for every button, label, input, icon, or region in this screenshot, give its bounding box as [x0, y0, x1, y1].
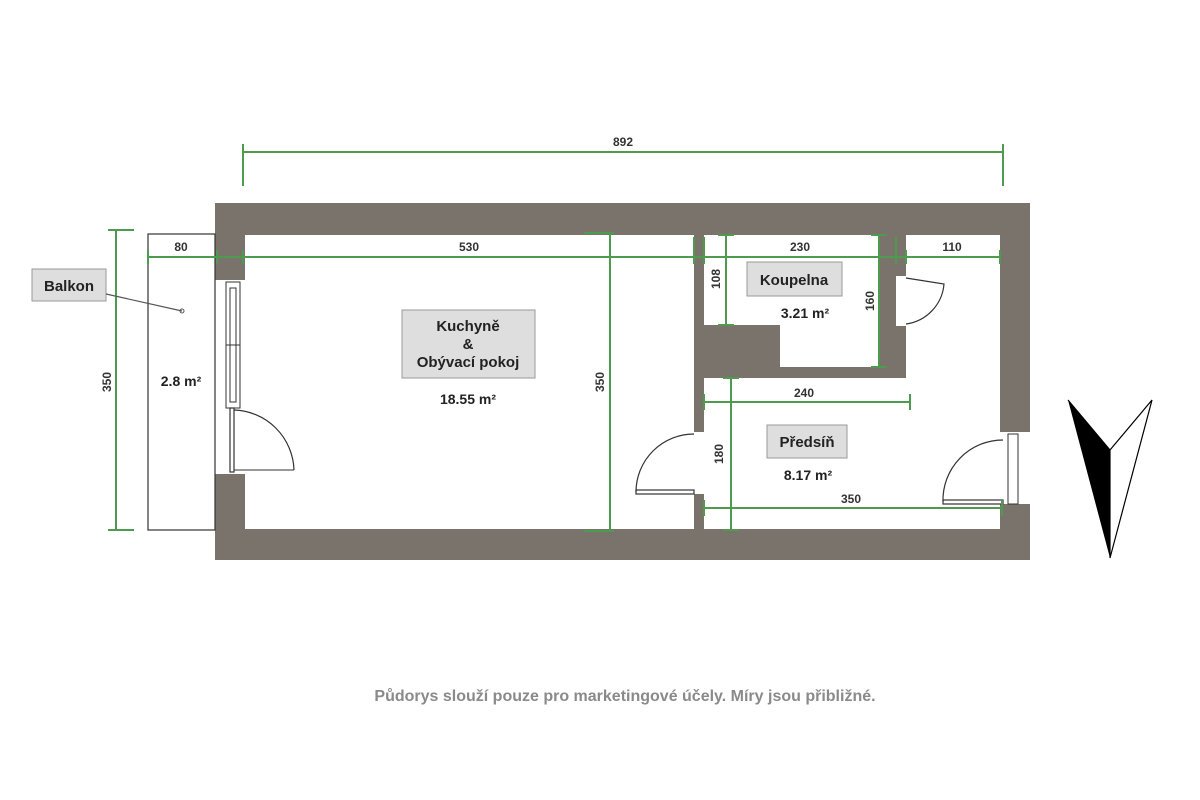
room-kuchyne-label: Kuchyně & Obývací pokoj 18.55 m² — [401, 309, 536, 407]
kuchyne-area: 18.55 m² — [440, 391, 496, 407]
dimension-labels: 892 80 530 230 110 350 350 108 160 240 1… — [100, 135, 962, 506]
entrance-door-opening — [1000, 432, 1030, 504]
room-koupelna-label: Koupelna 3.21 m² — [746, 261, 843, 321]
walls — [215, 203, 1030, 560]
balkon-area: 2.8 m² — [161, 373, 202, 389]
dim-predsin-height: 180 — [712, 444, 726, 464]
balcony-door — [225, 281, 295, 473]
koupelna-name: Koupelna — [760, 272, 829, 289]
kuchyne-floor — [245, 235, 694, 529]
closet-door — [905, 277, 945, 325]
predsin-floor — [704, 378, 1000, 529]
dim-koupelna-height-right: 160 — [863, 291, 877, 311]
kuchyne-name-line1: Kuchyně — [436, 318, 499, 335]
dim-koupelna-height-left: 108 — [709, 269, 723, 289]
dim-closet-width: 110 — [942, 240, 962, 254]
room-predsin-label: Předsíň 8.17 m² — [766, 424, 848, 483]
predsin-name: Předsíň — [779, 434, 834, 451]
dim-kuchyne-width: 530 — [459, 240, 479, 254]
hall-door — [635, 433, 695, 495]
room-balkon-label: Balkon 2.8 m² — [31, 268, 202, 389]
kuchyne-name-line3: Obývací pokoj — [417, 354, 520, 371]
balkon-leader-line — [105, 293, 183, 312]
dim-total-width: 892 — [613, 135, 633, 149]
dim-predsin-width-bottom: 350 — [841, 492, 861, 506]
dim-koupelna-width: 230 — [790, 240, 810, 254]
balkon-name: Balkon — [44, 278, 94, 295]
balkon-outline — [147, 233, 216, 531]
north-arrow-icon — [1067, 399, 1153, 559]
dim-balkon-width: 80 — [174, 240, 188, 254]
disclaimer-text: Půdorys slouží pouze pro marketingové úč… — [374, 688, 876, 705]
dim-predsin-width-top: 240 — [794, 386, 814, 400]
closet-door-opening — [896, 276, 906, 326]
koupelna-area: 3.21 m² — [781, 305, 830, 321]
dim-balkon-height: 350 — [100, 372, 114, 392]
kuchyne-name-line2: & — [463, 336, 474, 353]
dim-kuchyne-height: 350 — [593, 372, 607, 392]
hall-door-opening — [694, 432, 704, 494]
dimension-lines — [108, 144, 1004, 532]
predsin-area: 8.17 m² — [784, 467, 833, 483]
predsin-upper-floor — [906, 235, 1000, 380]
